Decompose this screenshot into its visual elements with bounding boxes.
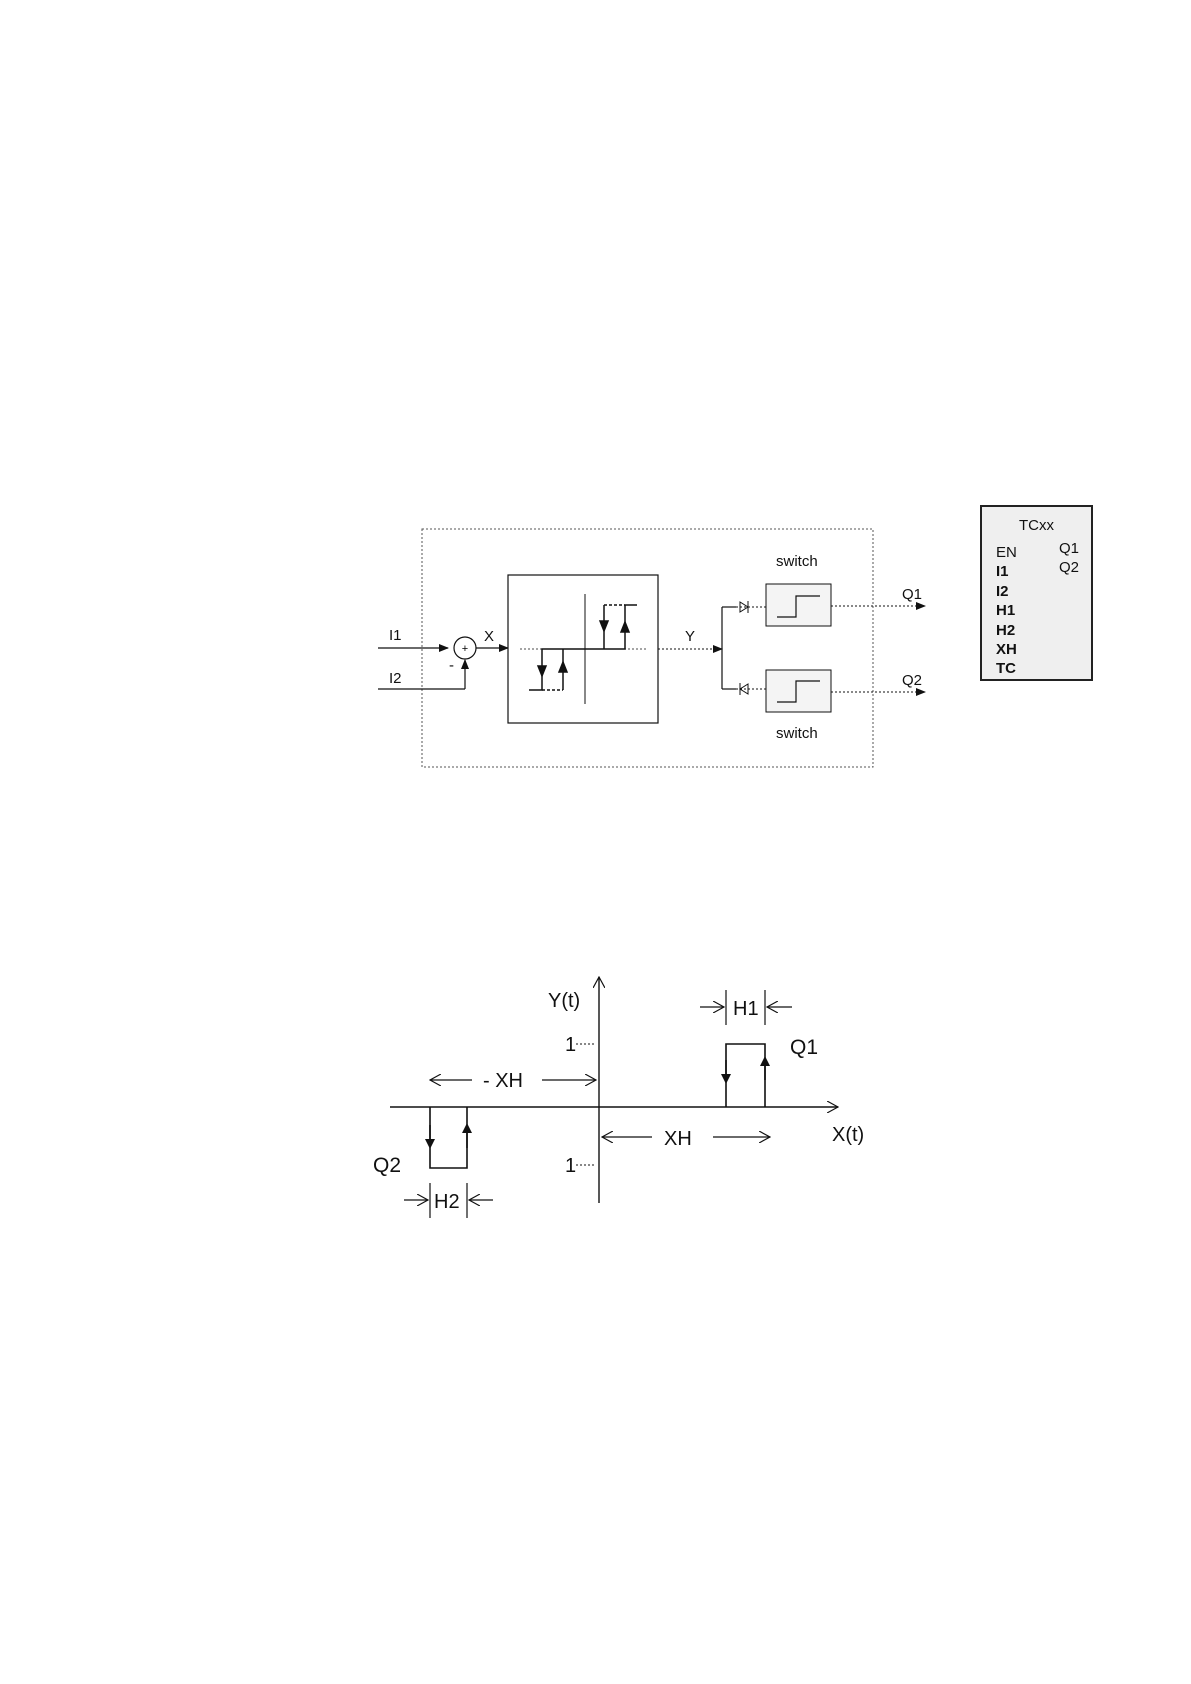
signal-x-label: X (484, 628, 494, 645)
switch-top-label: switch (776, 553, 818, 570)
pin-h1: H1 (996, 601, 1017, 620)
y-axis-label: Y(t) (548, 990, 580, 1012)
h2-label: H2 (434, 1191, 460, 1213)
q2-hysteresis-loop (430, 1107, 467, 1168)
function-block-inputs: EN I1 I2 H1 H2 XH TC (996, 543, 1017, 679)
switch-block-top (766, 584, 831, 626)
pin-en: EN (996, 543, 1017, 562)
sum-plus-sign: + (462, 643, 468, 655)
xh-label: XH (664, 1128, 692, 1150)
input-i2-label: I2 (389, 670, 402, 687)
pin-q1: Q1 (1059, 539, 1079, 558)
pin-i2: I2 (996, 582, 1017, 601)
function-block-title: TCxx (982, 517, 1091, 534)
pin-h2: H2 (996, 621, 1017, 640)
q1-hysteresis-loop (726, 1044, 765, 1107)
function-block-outputs: Q1 Q2 (1059, 539, 1079, 577)
neg-xh-label: - XH (483, 1070, 523, 1092)
diode-top (736, 601, 766, 613)
tick-bottom-label: 1 (565, 1155, 576, 1177)
function-block-tcxx: TCxx EN I1 I2 H1 H2 XH TC Q1 Q2 (980, 505, 1093, 681)
output-q2-label: Q2 (902, 672, 922, 689)
pin-xh: XH (996, 640, 1017, 659)
q2-label: Q2 (373, 1154, 401, 1177)
output-q1-label: Q1 (902, 586, 922, 603)
hysteresis-graph: Y(t) X(t) 1 1 Q1 H1 Q2 H2 - XH (0, 950, 1191, 1250)
pin-i1: I1 (996, 562, 1017, 581)
input-i1-label: I1 (389, 627, 402, 644)
switch-bottom-label: switch (776, 725, 818, 742)
tick-top-label: 1 (565, 1034, 576, 1056)
pin-q2: Q2 (1059, 558, 1079, 577)
switch-block-bottom (766, 670, 831, 712)
h1-label: H1 (733, 998, 759, 1020)
pin-tc: TC (996, 659, 1017, 678)
q1-label: Q1 (790, 1036, 818, 1059)
signal-y-label: Y (685, 628, 695, 645)
diode-bottom (736, 683, 766, 695)
sum-minus-sign: - (449, 657, 454, 674)
x-axis-label: X(t) (832, 1124, 864, 1146)
